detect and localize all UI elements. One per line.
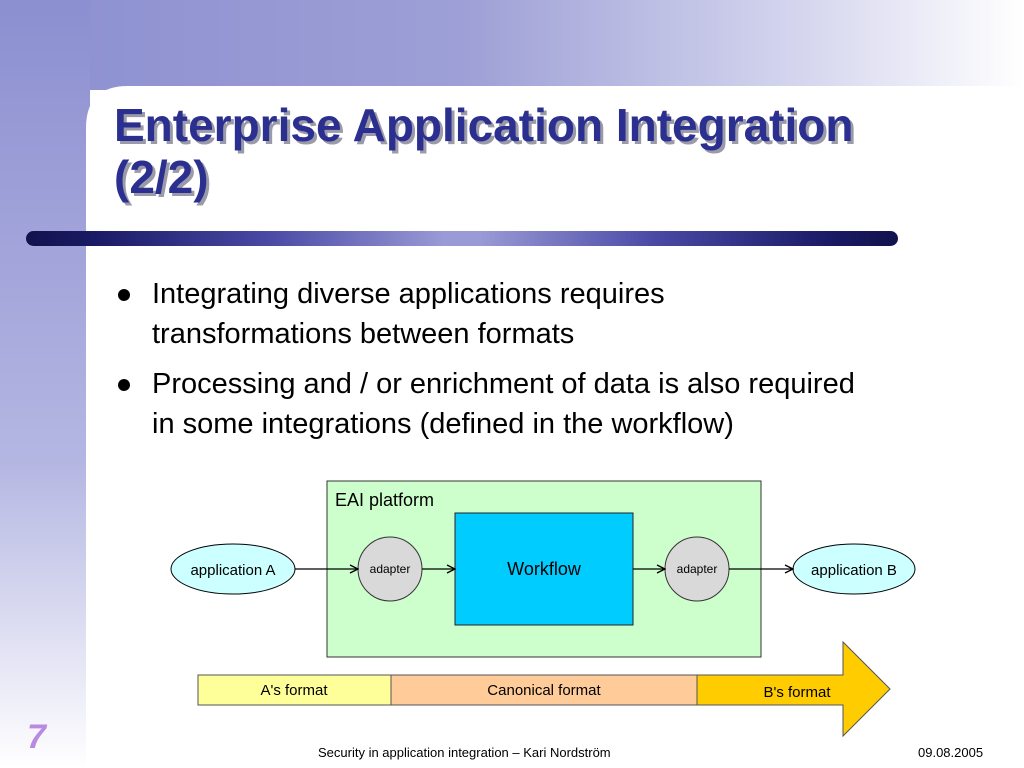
application-b-label: application B xyxy=(811,562,897,579)
footer-text: Security in application integration – Ka… xyxy=(318,745,611,760)
bullet-2-line-1: Processing and / or enrichment of data i… xyxy=(152,368,855,400)
format-canonical-label: Canonical format xyxy=(487,682,601,699)
eai-platform-label: EAI platform xyxy=(335,490,434,510)
bullet-dot-icon xyxy=(118,379,130,391)
bullet-list: Integrating diverse applications require… xyxy=(114,274,1004,454)
format-canonical-box xyxy=(390,674,698,706)
title-line-1: Enterprise Application Integration xyxy=(114,99,854,151)
bullet-1-line-2: transformations between formats xyxy=(152,318,575,350)
title-divider xyxy=(26,231,898,246)
bullet-1-line-1: Integrating diverse applications require… xyxy=(152,278,665,310)
bullet-2-line-2: in some integrations (defined in the wor… xyxy=(152,408,734,440)
title-line-2: (2/2) xyxy=(114,151,209,203)
bullet-item: Integrating diverse applications require… xyxy=(114,274,1004,354)
slide-title: Enterprise Application Integration (2/2) xyxy=(114,99,994,203)
format-b-label: B's format xyxy=(763,684,831,701)
bullet-item: Processing and / or enrichment of data i… xyxy=(114,364,1004,444)
slide-number: 7 xyxy=(27,718,46,756)
format-direction-arrow xyxy=(696,640,891,738)
workflow-box xyxy=(454,512,634,626)
bullet-dot-icon xyxy=(118,289,130,301)
application-a-label: application A xyxy=(190,562,275,579)
footer-date: 09.08.2005 xyxy=(918,745,984,760)
workflow-label: Workflow xyxy=(507,559,582,579)
adapter-right-label: adapter xyxy=(677,562,718,576)
format-a-label: A's format xyxy=(260,682,328,699)
adapter-left-label: adapter xyxy=(370,562,411,576)
